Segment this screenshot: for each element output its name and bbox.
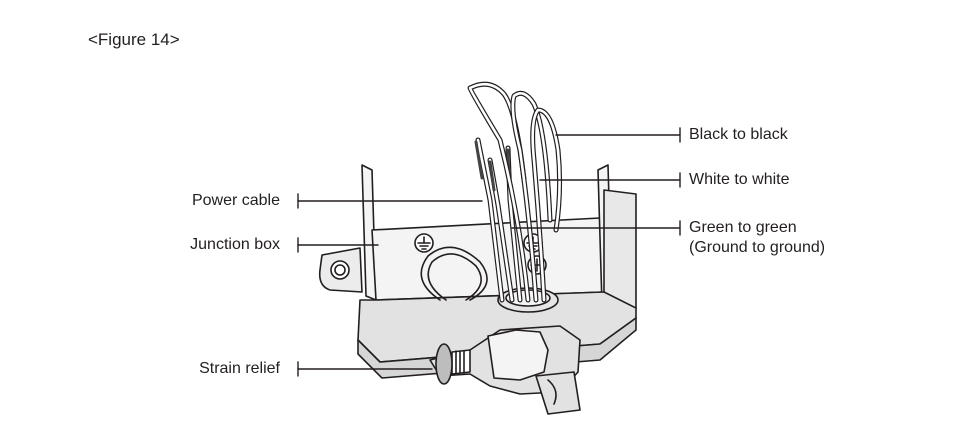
black-to-black-label: Black to black — [689, 126, 788, 143]
leader-lines — [297, 127, 681, 377]
white-to-white-label: White to white — [689, 171, 790, 188]
ground-icon — [414, 233, 434, 253]
fixture-wires — [467, 81, 563, 303]
green-to-green-text: Green to green — [689, 219, 797, 236]
ground-to-ground-text: (Ground to ground) — [689, 239, 826, 256]
wire-loop — [420, 246, 488, 301]
green-to-green-label: Green to green (Ground to ground) — [689, 218, 825, 258]
power-cable-label: Power cable — [191, 192, 280, 209]
strain-relief-clamp — [429, 325, 581, 415]
strain-relief-label: Strain relief — [199, 360, 280, 377]
figure-title: <Figure 14> — [88, 30, 180, 49]
power-cable-wires — [474, 137, 523, 303]
junction-box-label: Junction box — [190, 236, 280, 253]
